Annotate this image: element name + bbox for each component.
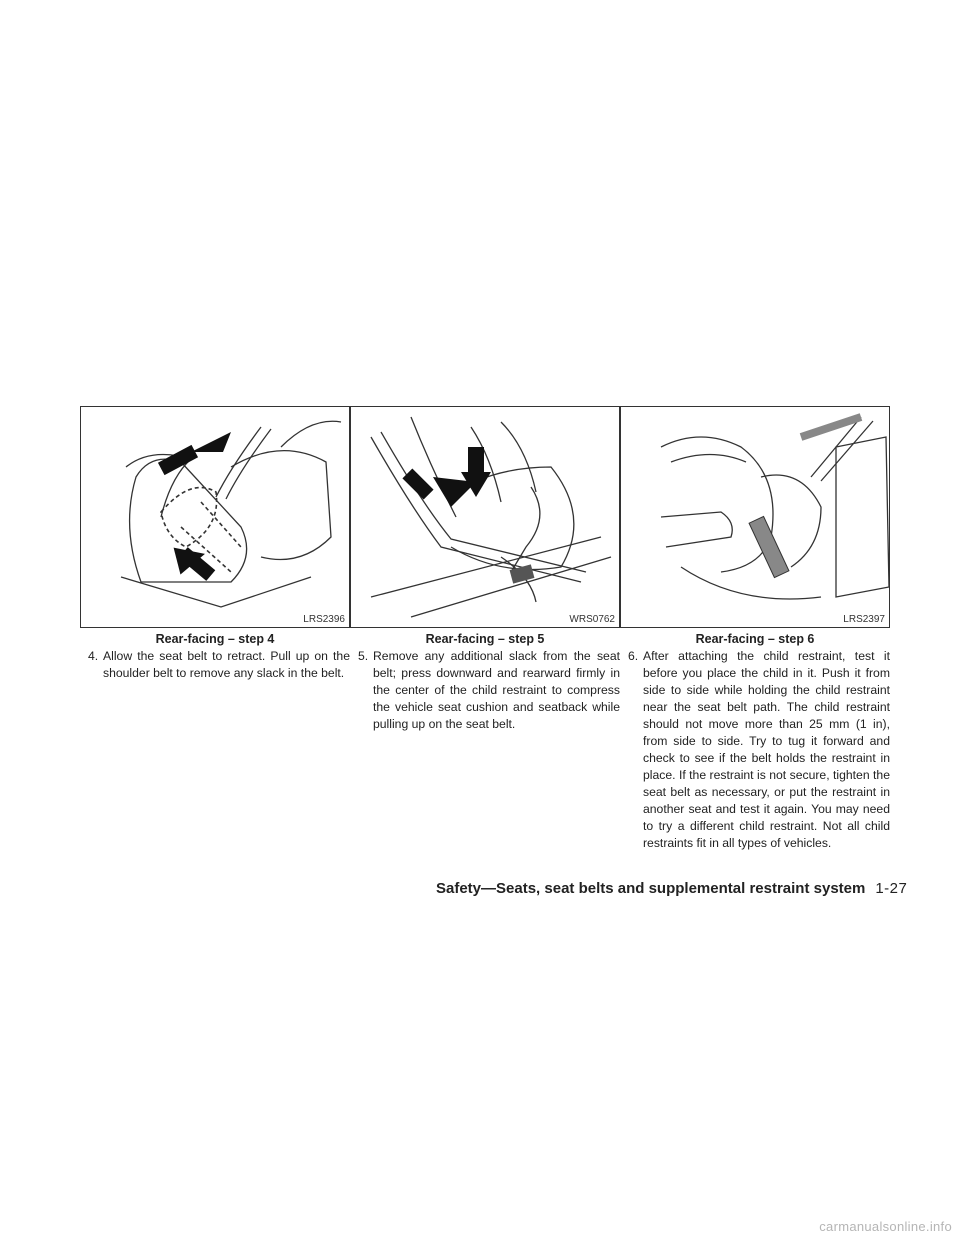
figure-caption: Rear-facing – step 5 — [425, 632, 545, 646]
figure-code: WRS0762 — [569, 614, 615, 625]
figure-code: LRS2397 — [843, 614, 885, 625]
step-text: After attaching the child restraint, tes… — [643, 649, 890, 850]
child-seat-illustration-step-4 — [120, 420, 342, 608]
step-number: 6. — [628, 649, 639, 663]
page-number: 1-27 — [875, 880, 908, 897]
step-number: 5. — [358, 649, 369, 663]
instruction-step-4: 4. Allow the seat belt to retract. Pull … — [88, 648, 350, 682]
child-seat-illustration-step-5 — [370, 416, 612, 618]
instruction-step-5: 5. Remove any additional slack from the … — [358, 648, 620, 733]
instruction-step-6: 6. After attaching the child restraint, … — [628, 648, 890, 852]
page-footer: Safety—Seats, seat belts and supplementa… — [436, 880, 907, 897]
figure-step-6: LRS2397 — [620, 406, 890, 628]
step-number: 4. — [88, 649, 99, 663]
section-title: Safety—Seats, seat belts and supplementa… — [436, 880, 866, 897]
figure-caption: Rear-facing – step 4 — [155, 632, 275, 646]
step-text: Remove any additional slack from the sea… — [373, 649, 620, 731]
step-text: Allow the seat belt to retract. Pull up … — [103, 649, 350, 680]
watermark: carmanualsonline.info — [819, 1219, 952, 1234]
figure-step-5: WRS0762 — [350, 406, 620, 628]
figure-step-4: LRS2396 — [80, 406, 350, 628]
figure-code: LRS2396 — [303, 614, 345, 625]
child-seat-illustration-step-6 — [660, 413, 889, 600]
figure-caption: Rear-facing – step 6 — [695, 632, 815, 646]
